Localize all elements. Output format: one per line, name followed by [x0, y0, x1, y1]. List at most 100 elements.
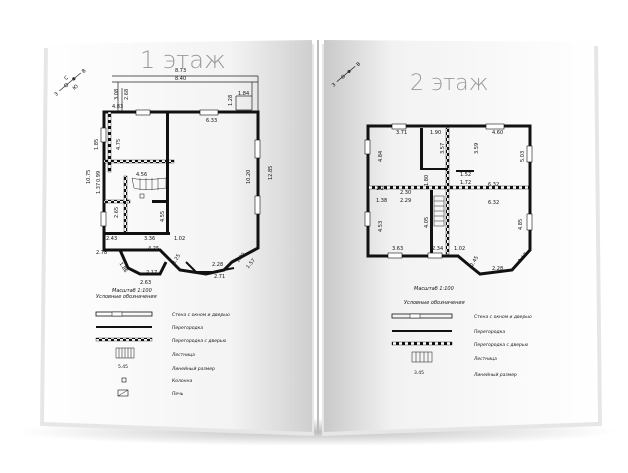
legend2-partition-door-label: Перегородка с дверью — [474, 342, 528, 348]
right-page-content: 2 этаж В З — [331, 61, 533, 378]
dim2-230: 2.30 — [400, 190, 411, 196]
dim-456: 4.56 — [136, 172, 147, 178]
dim-porch-width: 1.84 — [238, 91, 249, 97]
dim2-234: 2.34 — [432, 246, 443, 252]
dim2-217: 2.17 — [517, 252, 529, 264]
legend2-row-partition-door: Перегородка с дверью — [391, 341, 528, 348]
floor1-terrace — [112, 75, 259, 114]
column-icon — [121, 377, 127, 383]
dim-425: 4.25 — [148, 246, 159, 252]
dim-099: 0.99 — [96, 171, 102, 182]
dim2-460: 4.60 — [492, 130, 503, 136]
dim-157: 1.57 — [245, 258, 257, 270]
dim-475: 4.75 — [116, 139, 122, 150]
dim-180: 1.80 — [235, 252, 247, 264]
dim-228: 2.28 — [212, 262, 223, 268]
right-page-title: 2 этаж — [410, 71, 489, 96]
legend-row-wall: Стена с окном и дверью — [95, 311, 230, 318]
dim2-363: 3.63 — [392, 246, 403, 252]
legend-dimension-label: Линейный размер — [171, 366, 215, 372]
dim-243: 2.43 — [106, 236, 117, 242]
dim-top-inner: 8.40 — [175, 76, 186, 82]
dim-porch-height: 1.28 — [228, 95, 234, 106]
stove-icon — [117, 389, 129, 397]
compass2-west-label: З — [331, 82, 337, 89]
dim-185: 1.85 — [94, 139, 100, 150]
compass-icon: З В С Ю — [53, 68, 88, 98]
legend2-stair-label: Лестница — [473, 356, 497, 362]
dim2-152: 1.52 — [460, 172, 471, 178]
compass-west-label: З — [53, 91, 59, 98]
floor1-partitions — [100, 109, 261, 235]
dim2-102: 1.02 — [454, 246, 465, 252]
floor2-dimensions: 3.71 1.90 4.60 4.84 5.03 3.57 3.59 1.52 … — [376, 130, 529, 272]
dim-102: 1.02 — [174, 236, 185, 242]
legend-stair-icon — [115, 347, 135, 359]
compass2-east-label: В — [355, 61, 362, 68]
dim2-357: 3.57 — [440, 143, 446, 154]
dim-186: 1.86 — [118, 261, 129, 274]
left-page-content: 1 этаж З В С Ю — [53, 46, 274, 397]
floor1-dimensions: 8.73 8.40 1.84 1.28 3.08 2.68 4.83 6.33 … — [86, 68, 274, 286]
legend-row-stove: Печь — [117, 389, 184, 397]
legend2-wall-label: Стена с окном и дверью — [474, 314, 532, 320]
dim2-245: 2.45 — [469, 255, 480, 268]
dim-263: 2.63 — [140, 280, 151, 286]
legend-row-column: Колонна — [121, 377, 192, 384]
floor2-partitions — [364, 123, 533, 259]
right-page — [324, 40, 598, 432]
floor2-legend-heading: Условные обозначения — [404, 300, 465, 306]
dim-455: 4.55 — [160, 211, 166, 222]
dim2-632b: 6.32 — [488, 200, 499, 206]
dim2-503: 5.03 — [520, 151, 526, 162]
legend2-row-dimension: 3.45 Линейный размер — [414, 370, 517, 378]
legend2-row-partition: Перегородка — [392, 329, 505, 335]
dim2-180: 1.80 — [424, 175, 430, 186]
legend-partition-door-label: Перегородка с дверью — [172, 338, 226, 344]
legend2-row-stair: Лестница — [411, 351, 497, 363]
legend-row-dimension: 5.45 Линейный размер — [118, 364, 215, 372]
dim2-371: 3.71 — [396, 130, 407, 136]
floor1-scale-label: Масштаб 1:100 — [112, 288, 152, 294]
dim-137: 1.37 — [96, 183, 102, 194]
dim2-484: 4.84 — [378, 151, 384, 162]
floor2-stair-icon — [433, 195, 445, 227]
dim-right-inner: 10.20 — [246, 170, 252, 184]
dim2-359: 3.59 — [474, 143, 480, 154]
dim2-229: 2.29 — [400, 198, 411, 204]
dim-271: 2.71 — [214, 274, 225, 280]
dim2-405: 4.05 — [424, 217, 430, 228]
legend2-row-wall: Стена с окном и дверью — [391, 313, 532, 320]
floor1-legend-heading: Условные обозначения — [96, 294, 157, 300]
floor1-stair-icon — [131, 177, 167, 199]
left-page-title: 1 этаж — [140, 46, 226, 74]
legend2-partition-label: Перегородка — [474, 329, 505, 335]
legend-partition-label: Перегородка — [172, 325, 203, 331]
dim-top-total: 8.73 — [175, 68, 186, 74]
dim-278: 2.78 — [96, 250, 107, 256]
legend2-stair-icon — [411, 351, 433, 363]
legend-stove-label: Печь — [172, 391, 184, 397]
compass-south-label: Ю — [72, 83, 80, 91]
floor2-legend: Стена с окном и дверью Перегородка Перег… — [391, 313, 532, 378]
legend-row-partition: Перегородка — [96, 325, 203, 331]
legend-column-label: Колонна — [172, 378, 192, 384]
floor2-scale-label: Масштаб 1:100 — [414, 286, 454, 292]
dim2-453: 4.53 — [378, 221, 384, 232]
legend2-dimension-label: Линейный размер — [473, 372, 517, 378]
dim2-485: 4.85 — [518, 219, 524, 230]
dim2-124: 1.24 — [376, 186, 387, 192]
legend2-dimension-sample: 3.45 — [414, 370, 424, 376]
floor1-legend: Стена с окном и дверью Перегородка Перег… — [95, 311, 230, 397]
dim-633: 6.33 — [206, 118, 217, 124]
legend-stair-label: Лестница — [171, 352, 195, 358]
compass-icon-2: В З — [331, 61, 362, 89]
dim2-172: 1.72 — [460, 180, 471, 186]
legend-row-stair: Лестница — [115, 347, 195, 359]
dim-v2: 2.68 — [124, 89, 130, 100]
legend-row-partition-door: Перегородка с дверью — [95, 337, 226, 344]
compass-east-label: В — [81, 68, 88, 75]
legend-wall-label: Стена с окном и дверью — [172, 312, 230, 318]
dim-265: 2.65 — [114, 207, 120, 218]
compass-north-label: С — [63, 75, 70, 82]
